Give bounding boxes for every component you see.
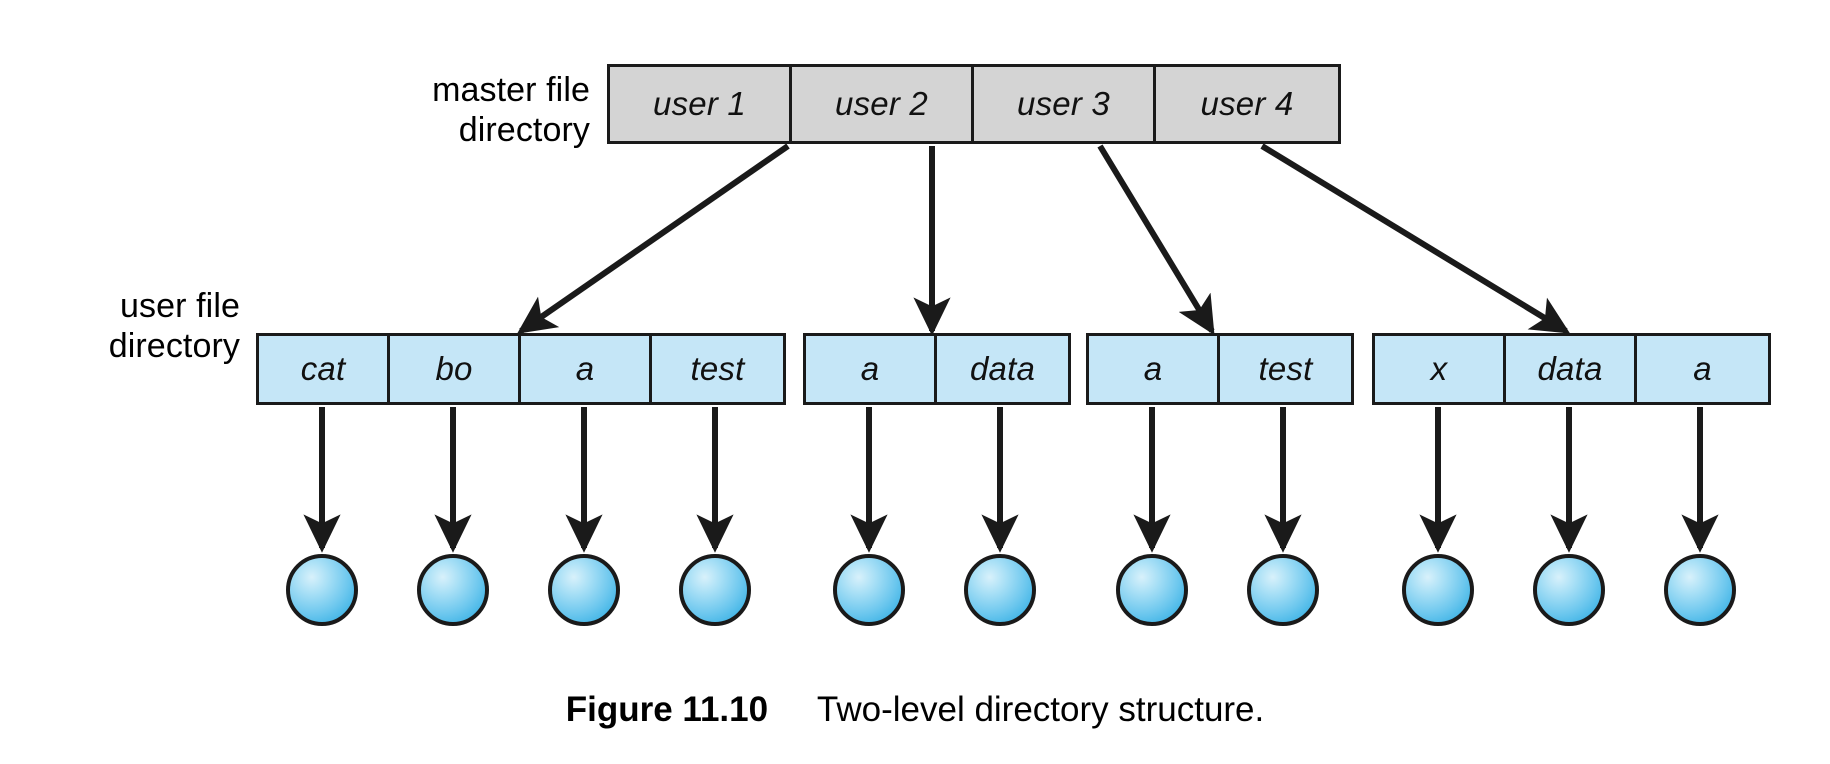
file-node-data-u2 [964, 554, 1036, 626]
file-node-a-u2 [833, 554, 905, 626]
ufd3-cell-test[interactable]: test [1220, 336, 1351, 402]
user-file-directory-table-1: cat bo a test [256, 333, 786, 405]
user-file-directory-label: user file directory [108, 287, 240, 365]
figure-caption-text: Two-level directory structure. [816, 690, 1265, 729]
mfd-cell-user-2[interactable]: user 2 [792, 67, 974, 141]
mfd-cell-user-3[interactable]: user 3 [974, 67, 1156, 141]
ufd2-cell-data[interactable]: data [937, 336, 1068, 402]
ufd1-cell-test[interactable]: test [652, 336, 783, 402]
ufd3-cell-a[interactable]: a [1089, 336, 1220, 402]
mfd-cell-user-1[interactable]: user 1 [610, 67, 792, 141]
ufd1-cell-cat[interactable]: cat [259, 336, 390, 402]
ufd2-cell-a[interactable]: a [806, 336, 937, 402]
file-node-test-u1 [679, 554, 751, 626]
file-node-x-u4 [1402, 554, 1474, 626]
file-node-a-u4 [1664, 554, 1736, 626]
arrow-user4-to-ufd4 [1260, 143, 1571, 334]
ufd1-cell-a[interactable]: a [521, 336, 652, 402]
ufd4-cell-x[interactable]: x [1375, 336, 1506, 402]
user-file-directory-table-3: a test [1086, 333, 1354, 405]
arrow-user3-to-ufd3 [1097, 144, 1215, 336]
ufd4-cell-a[interactable]: a [1637, 336, 1768, 402]
figure-caption-label: Figure 11.10 [565, 690, 769, 729]
file-node-test-u3 [1247, 554, 1319, 626]
ufd1-cell-bo[interactable]: bo [390, 336, 521, 402]
file-node-data-u4 [1533, 554, 1605, 626]
user-file-directory-table-4: x data a [1372, 333, 1771, 405]
file-node-a-u3 [1116, 554, 1188, 626]
figure-caption: Figure 11.10 Two-level directory structu… [0, 690, 1830, 730]
ufd4-cell-data[interactable]: data [1506, 336, 1637, 402]
master-file-directory-table: user 1 user 2 user 3 user 4 [607, 64, 1341, 144]
file-node-cat [286, 554, 358, 626]
mfd-cell-user-4[interactable]: user 4 [1156, 67, 1338, 141]
file-node-bo [417, 554, 489, 626]
master-file-directory-label: master file directory [432, 71, 590, 149]
file-node-a-u1 [548, 554, 620, 626]
user-file-directory-table-2: a data [803, 333, 1071, 405]
arrow-user1-to-ufd1 [517, 143, 790, 334]
